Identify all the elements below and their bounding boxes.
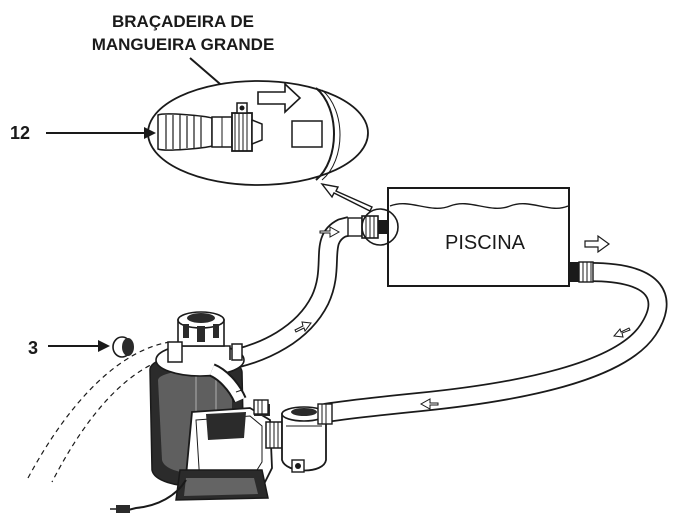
callout-title-line2: MANGUEIRA GRANDE: [92, 35, 275, 54]
flow-arrow-suction-left: [419, 398, 439, 410]
pool-outflow-arrow: [584, 234, 611, 254]
callout-title-line1: BRAÇADEIRA DE: [112, 12, 254, 31]
part-12-label: 12: [10, 123, 30, 143]
pool-outlet-fitting: [569, 261, 594, 283]
drain-cap: [112, 336, 134, 358]
detail-hose: [157, 113, 213, 151]
drain-dashed-lines: [27, 341, 176, 483]
part-3-label: 3: [28, 338, 38, 358]
sand-filter-pump: [110, 311, 273, 513]
flow-arrow-return-upper: [319, 226, 341, 238]
suction-hose: [323, 262, 668, 423]
detail-direction-arrow: [257, 82, 302, 114]
detail-magnifier: [147, 80, 369, 186]
detail-connector: [211, 116, 233, 148]
tank-side-clamp: [253, 399, 269, 415]
part-3-arrow: [48, 340, 110, 352]
detail-pool-fitting: [291, 87, 341, 181]
flow-arrow-suction-right: [613, 327, 631, 338]
flow-arrow-return-lower: [294, 321, 312, 333]
return-hose: [235, 216, 353, 368]
pool-inlet-fitting: [347, 208, 399, 246]
strainer-housing: [265, 403, 333, 473]
detail-nozzle: [251, 118, 263, 146]
pool: [387, 187, 570, 287]
pool-label: PISCINA: [445, 232, 526, 254]
part-12-arrow: [46, 127, 156, 139]
zoom-reference-arrow: [320, 182, 373, 212]
